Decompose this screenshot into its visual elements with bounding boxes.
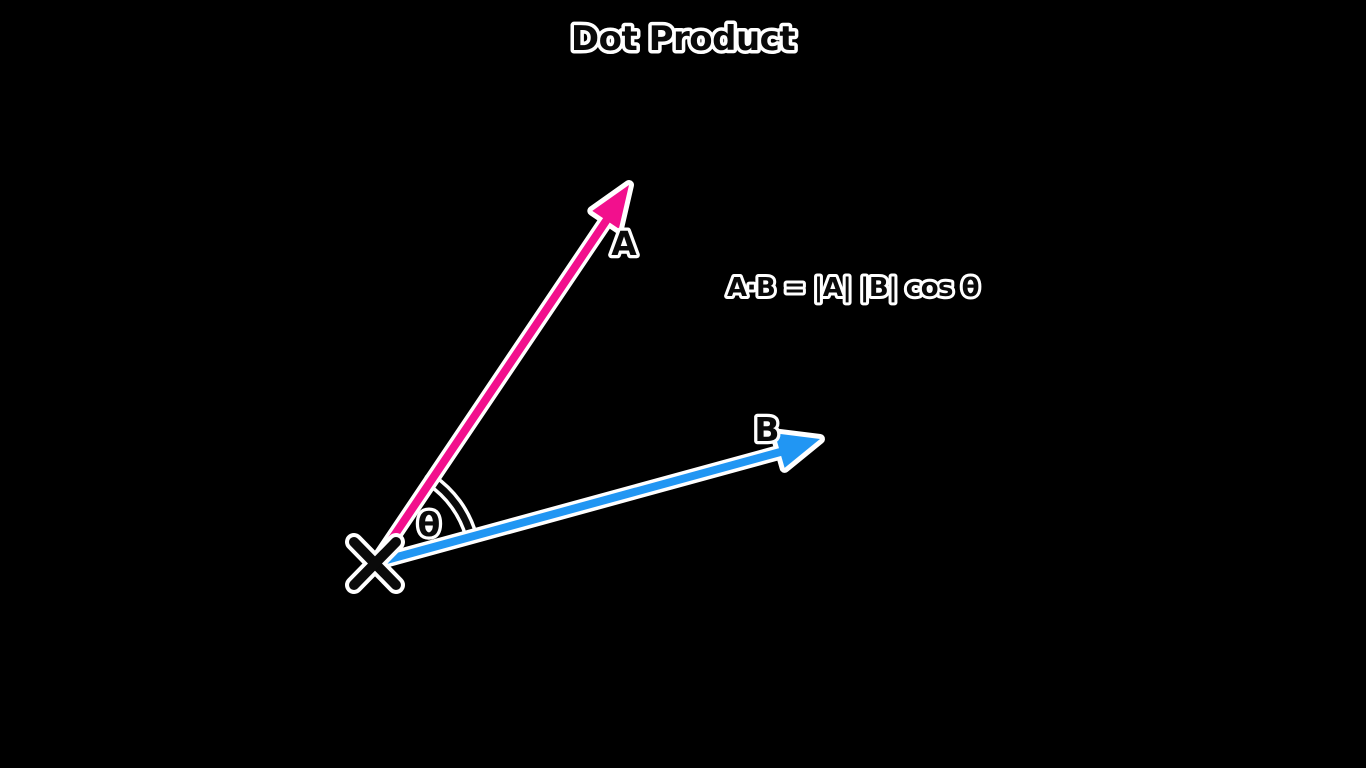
formula-text: A·B = |A| |B| cos θ (727, 273, 979, 303)
vector-b (375, 433, 820, 566)
vector-b-label: B (754, 410, 779, 449)
vector-a-shaft (373, 214, 612, 565)
page-title: Dot Product (571, 19, 795, 59)
vector-a (373, 185, 629, 565)
vector-b-shaft (375, 447, 788, 566)
vector-a-label: A (611, 224, 637, 263)
origin-x-stroke-2 (349, 537, 401, 590)
vector-a-arrowhead-icon (592, 185, 629, 229)
angle-theta-label: θ (418, 505, 441, 544)
origin-x-mark-icon (345, 533, 405, 594)
vector-b-arrowhead-icon (774, 433, 820, 468)
